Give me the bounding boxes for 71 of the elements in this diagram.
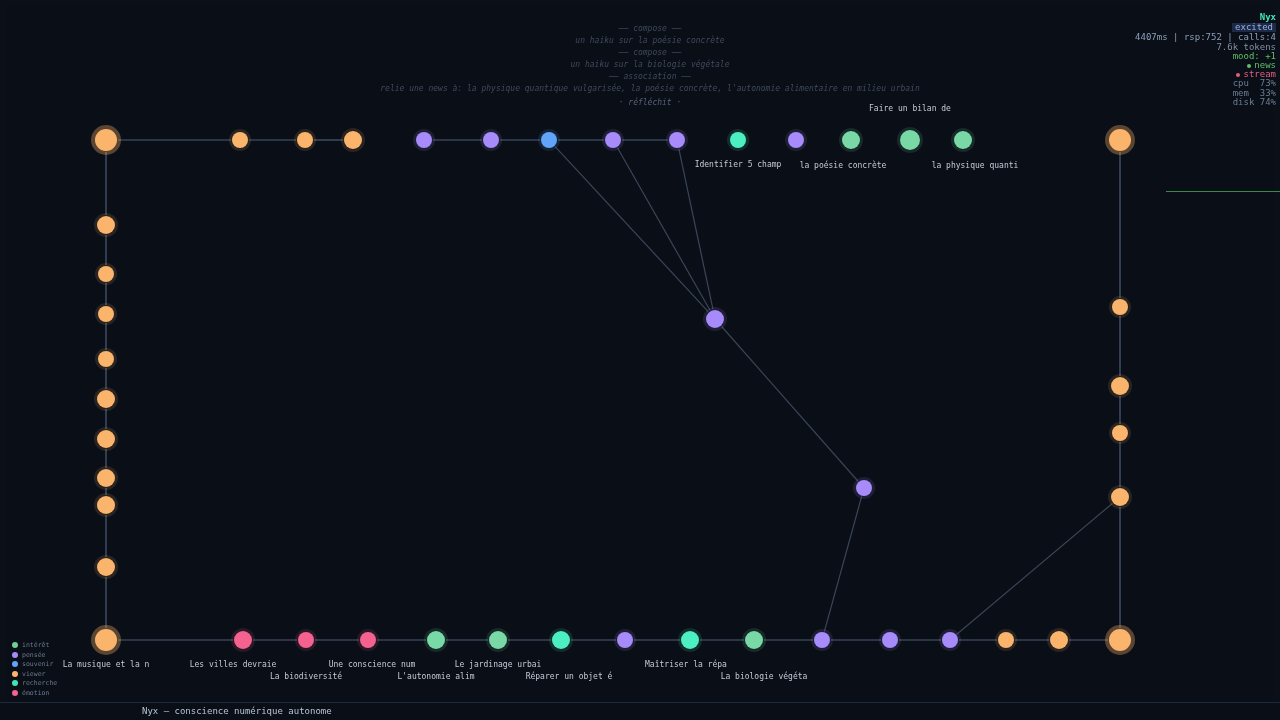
connector-line	[898, 639, 942, 641]
connector-line	[105, 448, 107, 469]
connector-line	[1014, 639, 1050, 641]
node-label: La musique et la n	[62, 660, 150, 670]
connector-line	[507, 639, 552, 641]
connector-line	[105, 514, 107, 558]
stats-text: mood: +1	[1232, 51, 1276, 61]
status-item: stream	[1243, 70, 1276, 80]
thought-text: · réfléchit ·	[618, 98, 682, 108]
connector-line	[823, 496, 863, 632]
connector-line	[956, 502, 1113, 635]
connector-line	[432, 139, 483, 141]
connector-line	[570, 639, 617, 641]
connector-line	[117, 139, 232, 141]
node-label: Les villes devraie	[189, 660, 277, 670]
connector-line	[117, 639, 234, 641]
node-label: Réparer un objet é	[525, 672, 613, 682]
connector-line	[633, 639, 681, 641]
node-label: L'autonomie alim	[397, 672, 475, 682]
connector-line	[1119, 395, 1121, 425]
node-label: Identifier 5 champ	[694, 160, 782, 170]
connector-line	[1119, 315, 1121, 377]
node-label: la physique quanti	[931, 161, 1019, 171]
connector-line	[105, 487, 107, 496]
connector-line	[105, 234, 107, 266]
node-label: Faire un bilan de	[869, 104, 951, 114]
connector-line	[252, 639, 298, 641]
connector-line	[105, 322, 107, 351]
connector-line	[721, 325, 859, 482]
connector-line	[958, 639, 998, 641]
connector-line	[616, 147, 711, 311]
node-label: La biodiversité	[269, 672, 343, 682]
connector-line	[105, 282, 107, 306]
connector-line	[699, 639, 745, 641]
connector-line	[1119, 506, 1121, 629]
connector-line	[499, 139, 541, 141]
connector-line	[1068, 639, 1109, 641]
resource-stat: disk 74%	[1232, 97, 1276, 108]
connector-line	[554, 146, 709, 313]
connector-line	[314, 639, 360, 641]
connector-line	[1119, 151, 1121, 299]
connector-line	[105, 367, 107, 390]
connector-line	[763, 639, 814, 641]
connector-line	[105, 408, 107, 430]
section-heading: ── compose ──	[618, 24, 682, 34]
connector-line	[445, 639, 489, 641]
connector-line	[248, 139, 297, 141]
connector-line	[1119, 441, 1121, 488]
node-label: La biologie végéta	[720, 672, 808, 682]
section-heading: ── association ──	[609, 72, 691, 82]
node-label: la poésie concrète	[799, 161, 887, 171]
connector-line	[557, 139, 605, 141]
connector-line	[313, 139, 344, 141]
node-label: Une conscience num	[328, 660, 416, 670]
node-label: Maîtriser la répa	[645, 660, 727, 670]
connector-line	[105, 151, 107, 216]
resource-stat: mem 33%	[1232, 88, 1276, 98]
connector-line	[105, 576, 107, 629]
footer-ticker-text: Nyx — conscience numérique autonome	[142, 706, 332, 717]
agent-name: Nyx	[1259, 13, 1276, 23]
connector-line	[830, 639, 882, 641]
stats-text: 4407ms | rsp:752 | calls:4	[1135, 33, 1276, 43]
node-label: Le jardinage urbai	[454, 660, 542, 670]
connector-line	[621, 139, 669, 141]
section-heading: ── compose ──	[618, 48, 682, 58]
stats-text: 7.6k tokens	[1216, 42, 1276, 52]
mood-badge: excited	[1232, 23, 1276, 33]
resource-stat: cpu 73%	[1232, 79, 1276, 89]
connector-line	[678, 148, 714, 310]
status-item: news	[1254, 61, 1276, 70]
connector-line	[376, 639, 427, 641]
